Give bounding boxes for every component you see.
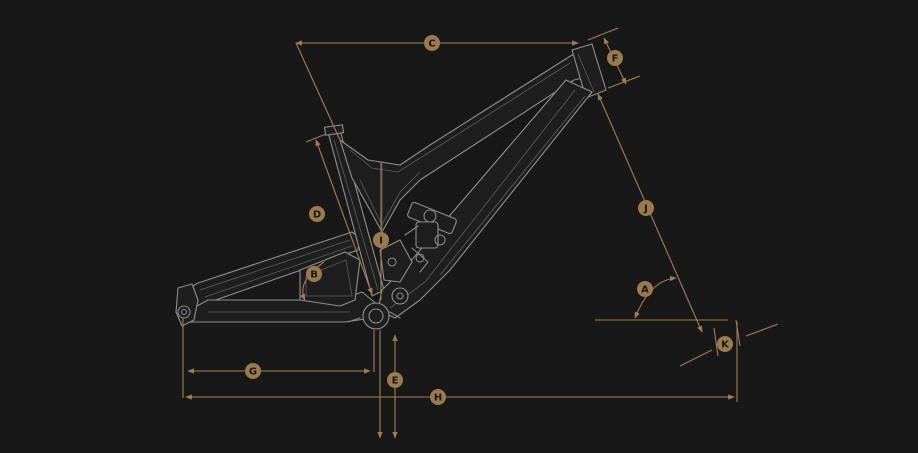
- bike-frame: [175, 43, 607, 330]
- label-badges: C F D I B J A K: [245, 35, 733, 405]
- label-i: I: [373, 232, 389, 248]
- svg-text:H: H: [434, 393, 442, 404]
- svg-text:K: K: [721, 340, 730, 351]
- svg-text:C: C: [428, 39, 435, 50]
- label-a: A: [637, 281, 653, 297]
- svg-text:D: D: [313, 210, 321, 221]
- rear-axle: [177, 305, 191, 319]
- rear-shock: [404, 201, 457, 273]
- label-j: J: [638, 200, 654, 216]
- label-b: B: [306, 266, 322, 282]
- label-k: K: [717, 336, 733, 352]
- svg-text:B: B: [310, 270, 318, 281]
- label-d: D: [309, 206, 325, 222]
- svg-text:J: J: [643, 204, 648, 215]
- label-e: E: [387, 372, 403, 388]
- label-h: H: [430, 389, 446, 405]
- label-g: G: [245, 363, 261, 379]
- label-f: F: [607, 50, 623, 66]
- head-tube: [571, 43, 607, 99]
- svg-text:F: F: [612, 54, 619, 65]
- svg-text:A: A: [641, 285, 649, 296]
- svg-text:E: E: [392, 376, 399, 387]
- svg-text:I: I: [379, 236, 383, 247]
- svg-text:G: G: [249, 367, 257, 378]
- rear-dropout: [175, 283, 199, 327]
- dim-arc-b: [299, 261, 325, 301]
- bottom-bracket: [362, 302, 390, 330]
- label-c: C: [424, 35, 440, 51]
- dim-line-d: [315, 139, 373, 295]
- dim-ext-c: [295, 42, 341, 141]
- dimensions: [182, 27, 779, 439]
